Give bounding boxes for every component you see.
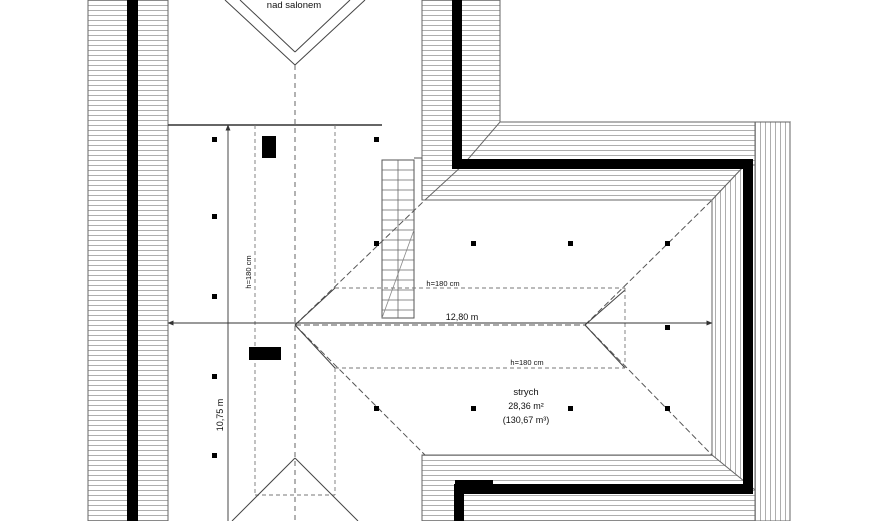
label-width-dimension: 12,80 m	[446, 312, 479, 322]
roof-hip-bottom	[231, 457, 359, 521]
clearance-left	[254, 125, 336, 496]
chimney-block-lower	[249, 347, 281, 360]
post-markers	[212, 137, 670, 458]
label-clearance-upper: h=180 cm	[426, 279, 459, 288]
chimney-block-upper	[262, 136, 276, 158]
outer-wall-main	[452, 0, 753, 521]
label-room-above: nad salonem	[267, 0, 321, 11]
upper-right-eave	[461, 121, 792, 166]
label-clearance-lower: h=180 cm	[510, 358, 543, 367]
left-wall	[127, 0, 138, 521]
label-room-name: strych	[513, 387, 538, 398]
right-inner-eave	[711, 163, 746, 492]
roof-solid-hips	[294, 287, 626, 369]
label-clearance-vertical: h=180 cm	[244, 255, 253, 288]
right-roof-eave	[754, 121, 791, 521]
clearance-right	[335, 287, 626, 369]
label-room-volume: (130,67 m³)	[503, 415, 550, 425]
inner-upper-band	[423, 164, 747, 201]
label-room-area: 28,36 m²	[508, 401, 544, 411]
wall-notch	[455, 480, 493, 492]
stair-treads	[381, 160, 415, 319]
label-height-dimension: 10,75 m	[215, 399, 225, 432]
roof-hip-top	[224, 0, 366, 66]
